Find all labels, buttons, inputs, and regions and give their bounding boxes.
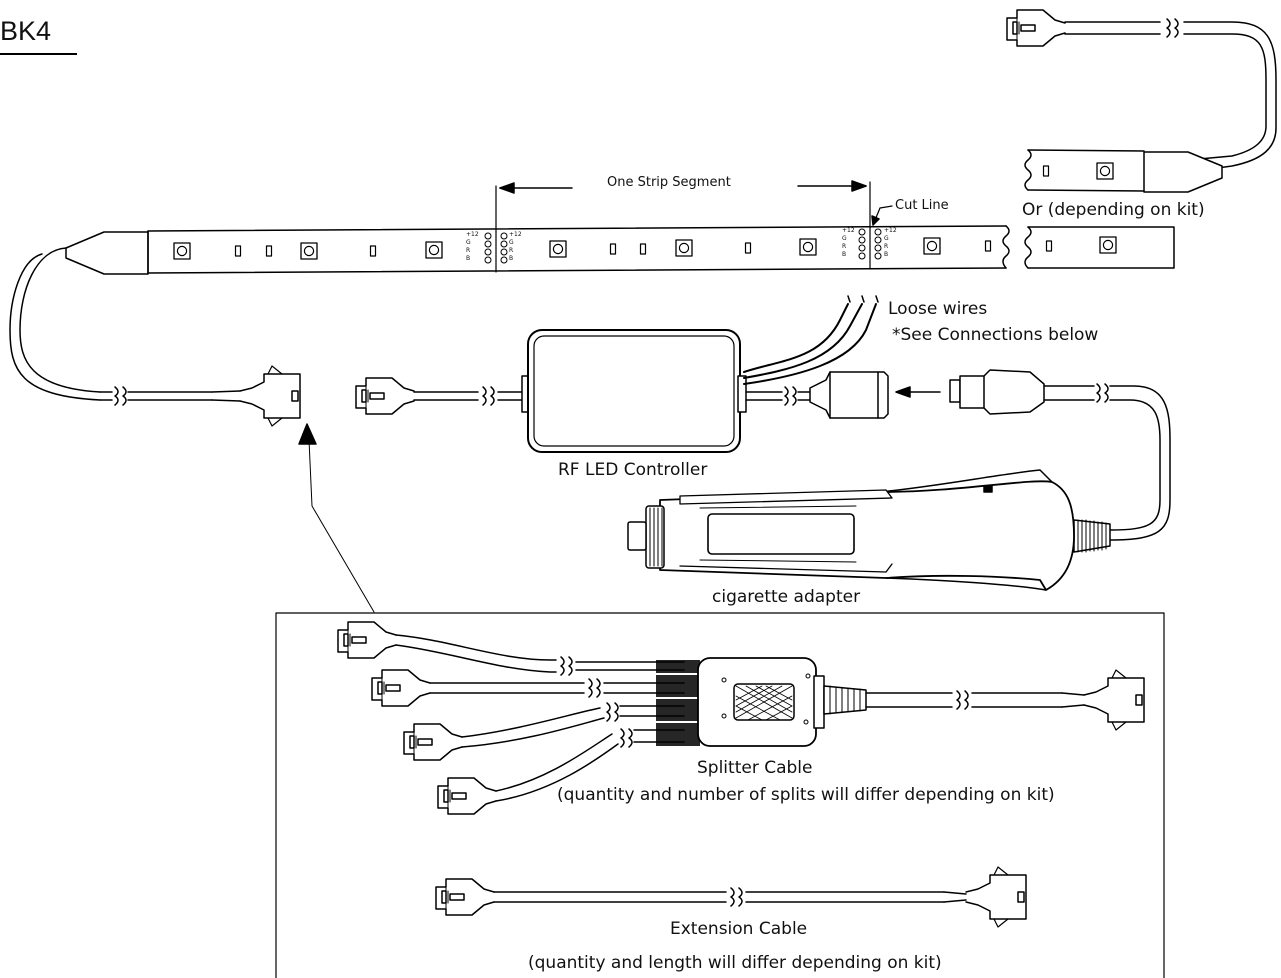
pad-labels-right-b: +12 G R B [884,227,897,259]
pad-label: +12 [509,231,522,238]
connect-arrow [895,386,941,398]
depending-kit-label: Or (depending on kit) [1022,200,1205,220]
accessory-inset [275,423,1165,978]
extension-label: Extension Cable [670,919,808,939]
pad-label: +12 [466,231,479,238]
page-title: BK4 [0,16,52,46]
pad-labels-right: +12 G R B [842,227,855,259]
title-underline [0,53,77,55]
cut-line-label: Cut Line [895,198,949,213]
pad-label: R [509,247,514,254]
cigarette-adapter [627,469,1111,591]
splitter-label: Splitter Cable [697,758,813,778]
pad-label: G [466,239,471,246]
extension-cable [435,866,1027,928]
loose-wires-label: Loose wires [888,299,988,319]
strip-segment-dimension [499,180,893,226]
pad-label: R [466,247,471,254]
rf-led-controller [355,295,889,453]
pad-labels-left-b: +12 G R B [509,231,522,263]
strip-segment-label: One Strip Segment [607,175,731,190]
splitter-cable [337,621,1145,815]
pad-label: R [842,243,847,250]
pad-label: B [466,255,471,262]
pad-labels-left: +12 G R B [466,231,479,263]
led-strip [9,181,1010,401]
pad-label: B [842,251,847,258]
alt-strip-upper [1006,9,1277,193]
controller-label: RF LED Controller [558,460,708,480]
pad-label: B [509,255,514,262]
cig-adapter-label: cigarette adapter [712,587,861,607]
strip-lead-connector [99,365,301,427]
dc-plug-cable [949,369,1171,541]
pad-label: B [884,251,889,258]
see-connections-label: *See Connections below [892,325,1099,345]
extension-note: (quantity and length will differ dependi… [528,953,942,973]
pad-label: +12 [884,227,897,234]
pad-label: G [884,235,889,242]
pad-label: R [884,243,889,250]
pad-label: G [509,239,514,246]
alt-strip-lower [1024,226,1175,269]
splitter-note: (quantity and number of splits will diff… [557,785,1055,805]
pad-label: G [842,235,847,242]
pad-label: +12 [842,227,855,234]
